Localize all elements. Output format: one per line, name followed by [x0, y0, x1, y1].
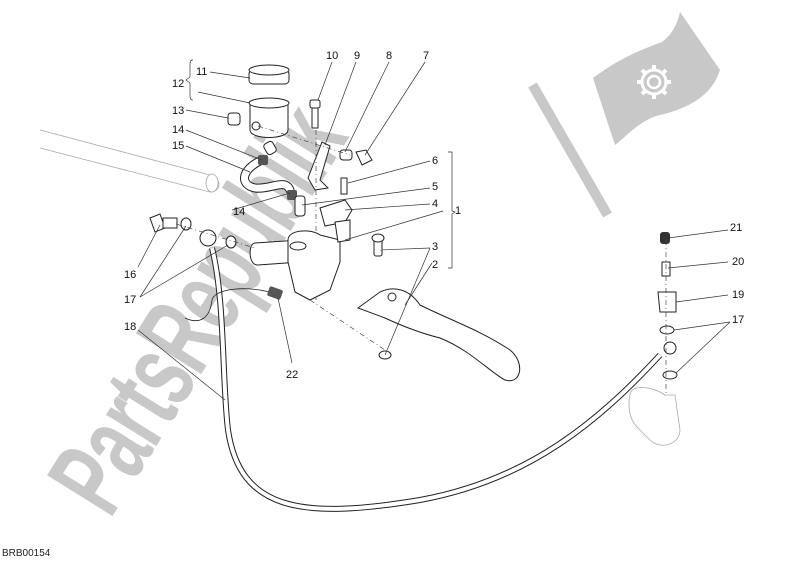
callout-4: 4	[432, 198, 438, 210]
callout-20: 20	[732, 256, 744, 268]
callout-8: 8	[386, 50, 392, 62]
callout-16: 16	[124, 269, 136, 281]
callout-7: 7	[423, 50, 429, 62]
callout-13: 13	[172, 105, 184, 117]
callout-labels: 11 12 13 14 15 14 10 9 8 7 6 5 4 1 3 2 1…	[124, 50, 744, 381]
callout-12: 12	[172, 78, 184, 90]
callout-15: 15	[172, 140, 184, 152]
clamp-14-upper	[258, 155, 268, 165]
clutch-switch	[184, 286, 283, 322]
callout-21: 21	[730, 222, 742, 234]
clutch-hose	[209, 247, 663, 512]
callout-5: 5	[432, 181, 438, 193]
callout-19: 19	[732, 289, 744, 301]
callout-14-lower: 14	[233, 206, 245, 218]
gear-flag-icon	[528, 12, 720, 218]
banjo-fitting-left	[149, 213, 256, 249]
mount-bracket	[257, 99, 373, 300]
callout-3: 3	[432, 241, 438, 253]
handlebar	[39, 129, 220, 193]
master-cylinder	[249, 177, 385, 301]
drawing-code: BRB00154	[2, 548, 51, 559]
clamp-14-lower	[287, 190, 297, 200]
callout-1: 1	[455, 205, 461, 217]
leader-lines	[137, 59, 731, 401]
callout-14-upper: 14	[172, 124, 184, 136]
callout-18: 18	[124, 321, 136, 333]
callout-6: 6	[432, 155, 438, 167]
callout-17-left: 17	[124, 294, 136, 306]
callout-10: 10	[326, 50, 338, 62]
callout-22: 22	[286, 369, 298, 381]
callout-17-right: 17	[732, 314, 744, 326]
reservoir-assembly	[227, 64, 290, 156]
clutch-lever	[309, 288, 520, 382]
callout-9: 9	[354, 50, 360, 62]
reservoir-hose	[240, 155, 297, 200]
callout-11: 11	[196, 66, 207, 78]
callout-2: 2	[432, 259, 438, 271]
banjo-fitting-right	[628, 232, 681, 446]
